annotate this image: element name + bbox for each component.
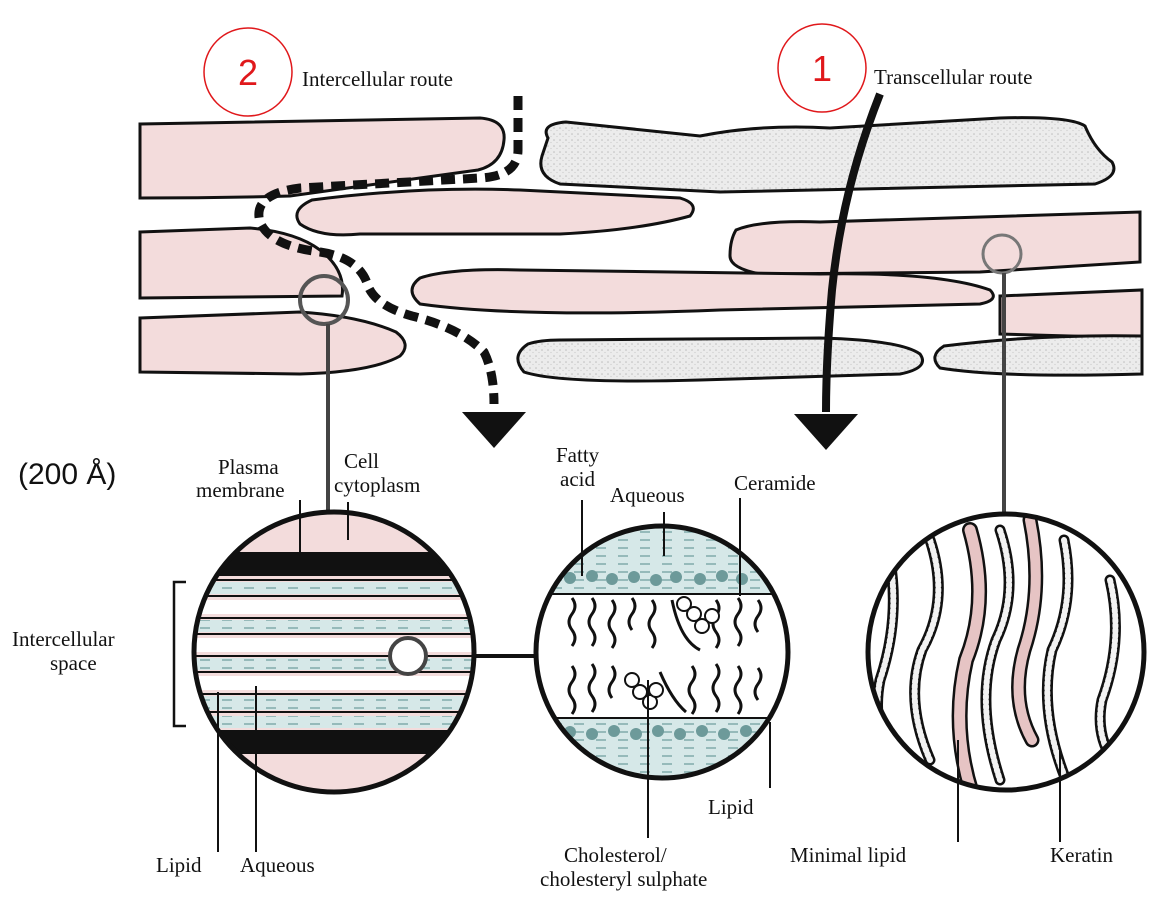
callout-number-1: 1 [812,48,832,89]
corneocyte-row4-middle [518,338,923,381]
callout-number-2: 2 [238,52,258,93]
transcellular-route-label: Transcellular route [874,65,1032,89]
scale-label: (200 Å) [18,458,116,491]
intercellular-space-bracket [174,582,186,726]
cell-cytoplasm-label-2: cytoplasm [334,473,420,497]
lipid-left-label: Lipid [156,853,202,877]
corneocyte-row2-left [140,228,343,298]
ceramide-label: Ceramide [734,471,816,495]
zoom-circle-intercellular [174,500,480,852]
keratin-label: Keratin [1050,843,1113,867]
corneocyte-row4-right [935,336,1142,375]
plasma-membrane-label-2: membrane [196,478,285,502]
corneocyte-row3-left [140,312,405,374]
intercellular-space-label-1: Intercellular [12,627,115,651]
intercellular-route-label: Intercellular route [302,67,453,91]
intercellular-arrow-icon [462,412,526,448]
zoom-circle-keratin [860,510,1160,842]
cholesterol-label-1: Cholesterol/ [564,843,667,867]
callout-intercellular: 2 [204,28,292,116]
cholesterol-label-2: cholesteryl sulphate [540,867,707,891]
callout-transcellular: 1 [778,24,866,112]
lipid-mid-label: Lipid [708,795,754,819]
corneocyte-row2-middle [297,189,693,235]
corneocyte-row3-right [1000,290,1142,338]
fatty-acid-label-1: Fatty [556,443,600,467]
stratum-corneum-cells [140,118,1142,381]
aqueous-mid-label: Aqueous [610,483,685,507]
cell-cytoplasm-label-1: Cell [344,449,379,473]
corneocyte-row1-right [541,118,1114,192]
corneocyte-row2-right [730,212,1140,274]
corneocyte-row3-middle [412,270,993,313]
aqueous-left-label: Aqueous [240,853,315,877]
minimal-lipid-label: Minimal lipid [790,843,907,867]
transcellular-arrow-icon [794,414,858,450]
plasma-membrane-label-1: Plasma [218,455,279,479]
zoom-source-bilayer-icon [390,638,426,674]
fatty-acid-label-2: acid [560,467,595,491]
zoom-circle-bilayer [530,498,800,838]
intercellular-space-label-2: space [50,651,97,675]
